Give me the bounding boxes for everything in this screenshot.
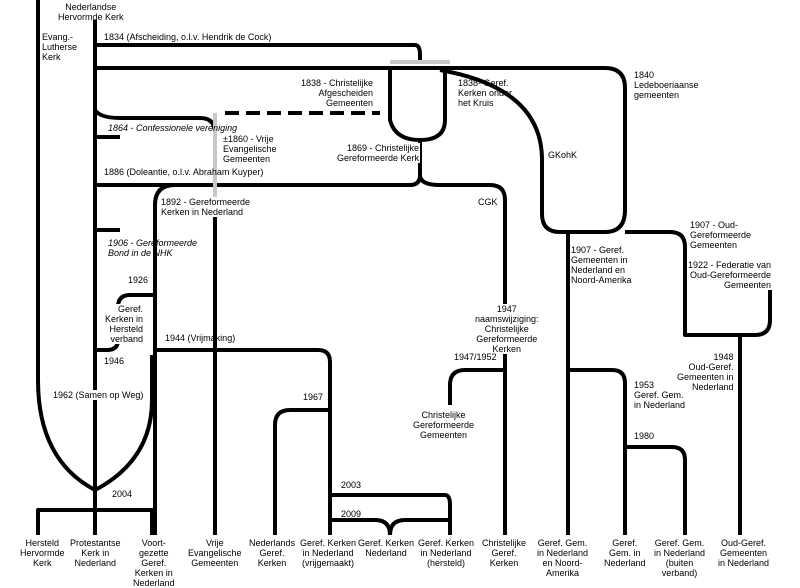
geref-gem-1953-label: 1953 Geref. Gem. in Nederland — [634, 380, 686, 410]
year-1947-1952-label: 1947/1952 — [454, 352, 497, 362]
split-2003-line — [330, 493, 452, 535]
bottom-voortgezette: Voort- gezette Geref. Kerken in Nederlan… — [133, 538, 175, 588]
bottom-protestantse: Protestantse Kerk in Nederland — [70, 538, 121, 568]
bottom-hersteld: Geref. Kerken in Nederland (hersteld) — [418, 538, 475, 568]
vrije-evangelische-1860-label: ±1860 - Vrije Evangelische Gemeenten — [222, 134, 278, 164]
bottom-christelijke-geref-kerken: Christelijke Geref. Kerken — [482, 538, 527, 568]
gkn-1892-line — [153, 183, 176, 535]
year-2003-label: 2003 — [341, 480, 362, 490]
bond-1906-label: 1906 - Gereformeerde Bond in de NHK — [108, 238, 198, 258]
oud-geref-1907-label: 1907 - Oud- Gereformeerde Gemeenten — [690, 220, 752, 250]
geref-noord-amerika-label: 1907 - Geref. Gemeenten in Nederland en … — [570, 245, 633, 285]
bottom-hersteld-hervormde: Hersteld Hervormde Kerk — [20, 538, 65, 568]
oud-geref-1948-label: 1948 Oud-Geref. Gemeenten in Nederland — [676, 352, 735, 392]
onder-kruis-line — [388, 68, 447, 142]
year-1967-label: 1967 — [303, 392, 324, 402]
geref-gem-1953-line — [568, 368, 627, 535]
nederlands-geref-line — [273, 408, 330, 535]
nhk-label: Nederlandse Hervormde Kerk — [58, 2, 124, 22]
year-2009-label: 2009 — [341, 509, 362, 519]
afscheiding-line — [95, 43, 422, 62]
naamswijziging-1947-label: 1947 naamswijziging: Christelijke Gerefo… — [474, 304, 540, 354]
nhk-trunk-line — [36, 0, 96, 492]
cgk-label: CGK — [478, 197, 498, 207]
bottom-geref-gem-noord-amerika: Geref. Gem. in Nederland en Noord- Ameri… — [537, 538, 589, 578]
hersteld-verband-label: Geref. Kerken in Hersteld verband — [104, 304, 145, 344]
vrijmaking-1944-label: 1944 (Vrijmaking) — [165, 333, 236, 343]
ledeboeriaanse-label: 1840 Ledeboeriaanse gemeenten — [634, 70, 699, 100]
christelijke-geref-gemeenten-label: Christelijke Gereformeerde Gemeenten — [412, 410, 476, 440]
bottom-vrije-evangelische: Vrije Evangelische Gemeenten — [188, 538, 242, 568]
year-1946-label: 1946 — [104, 356, 125, 366]
afscheiding-label: 1834 (Afscheiding, o.l.v. Hendrik de Coc… — [104, 32, 272, 42]
federatie-1922-label: 1922 - Federatie van Oud-Gereformeerde G… — [688, 260, 772, 290]
samen-op-weg-line — [94, 355, 154, 492]
buiten-verband-line — [625, 445, 687, 535]
gkohk-label: GKohK — [548, 150, 578, 160]
split-1952-line — [448, 368, 505, 405]
samen-op-weg-label: 1962 (Samen op Weg) — [52, 390, 145, 400]
bottom-vrijgemaakt: Geref. Kerken in Nederland (vrijgemaakt) — [300, 538, 357, 568]
vrijmaking-line — [155, 348, 332, 535]
christelijke-afgescheiden-label: 1838 - Christelijke Afgescheiden Gemeent… — [300, 78, 375, 108]
year-1926-label: 1926 — [128, 275, 149, 285]
lutherse-label: Evang.- Lutherse Kerk — [42, 32, 78, 62]
year-1980-label: 1980 — [634, 431, 655, 441]
split-2004-line — [36, 490, 154, 535]
bottom-geref-kerken-nl: Geref. Kerken Nederland — [358, 538, 415, 558]
oud-geref-line — [625, 230, 772, 535]
gkn-1892-label: 1892 - Gereformeerde Kerken in Nederland — [160, 197, 252, 217]
doleantie-label: 1886 (Doleantie, o.l.v. Abraham Kuyper) — [104, 167, 264, 177]
bottom-oud-geref-gemeenten: Oud-Geref. Gemeenten in Nederland — [718, 538, 770, 568]
onder-kruis-label: 1838- Geref. Kerken onder het Kruis — [458, 78, 513, 108]
bottom-buiten-verband: Geref. Gem. in Nederland (buiten verband… — [654, 538, 706, 578]
split-2009-line — [330, 518, 450, 536]
bottom-nederlands-geref: Nederlands Geref. Kerken — [249, 538, 296, 568]
chr-geref-1869-label: 1869 - Christelijke Gereformeerde Kerk — [336, 143, 421, 163]
doleantie-line — [95, 174, 422, 187]
bottom-geref-gem-nl: Geref. Gem. in Nederland — [604, 538, 646, 568]
afscheiding-bundle-line — [95, 66, 627, 234]
year-2004-label: 2004 — [112, 489, 133, 499]
confessionele-label: 1864 - Confessionele vereniging — [108, 123, 238, 133]
